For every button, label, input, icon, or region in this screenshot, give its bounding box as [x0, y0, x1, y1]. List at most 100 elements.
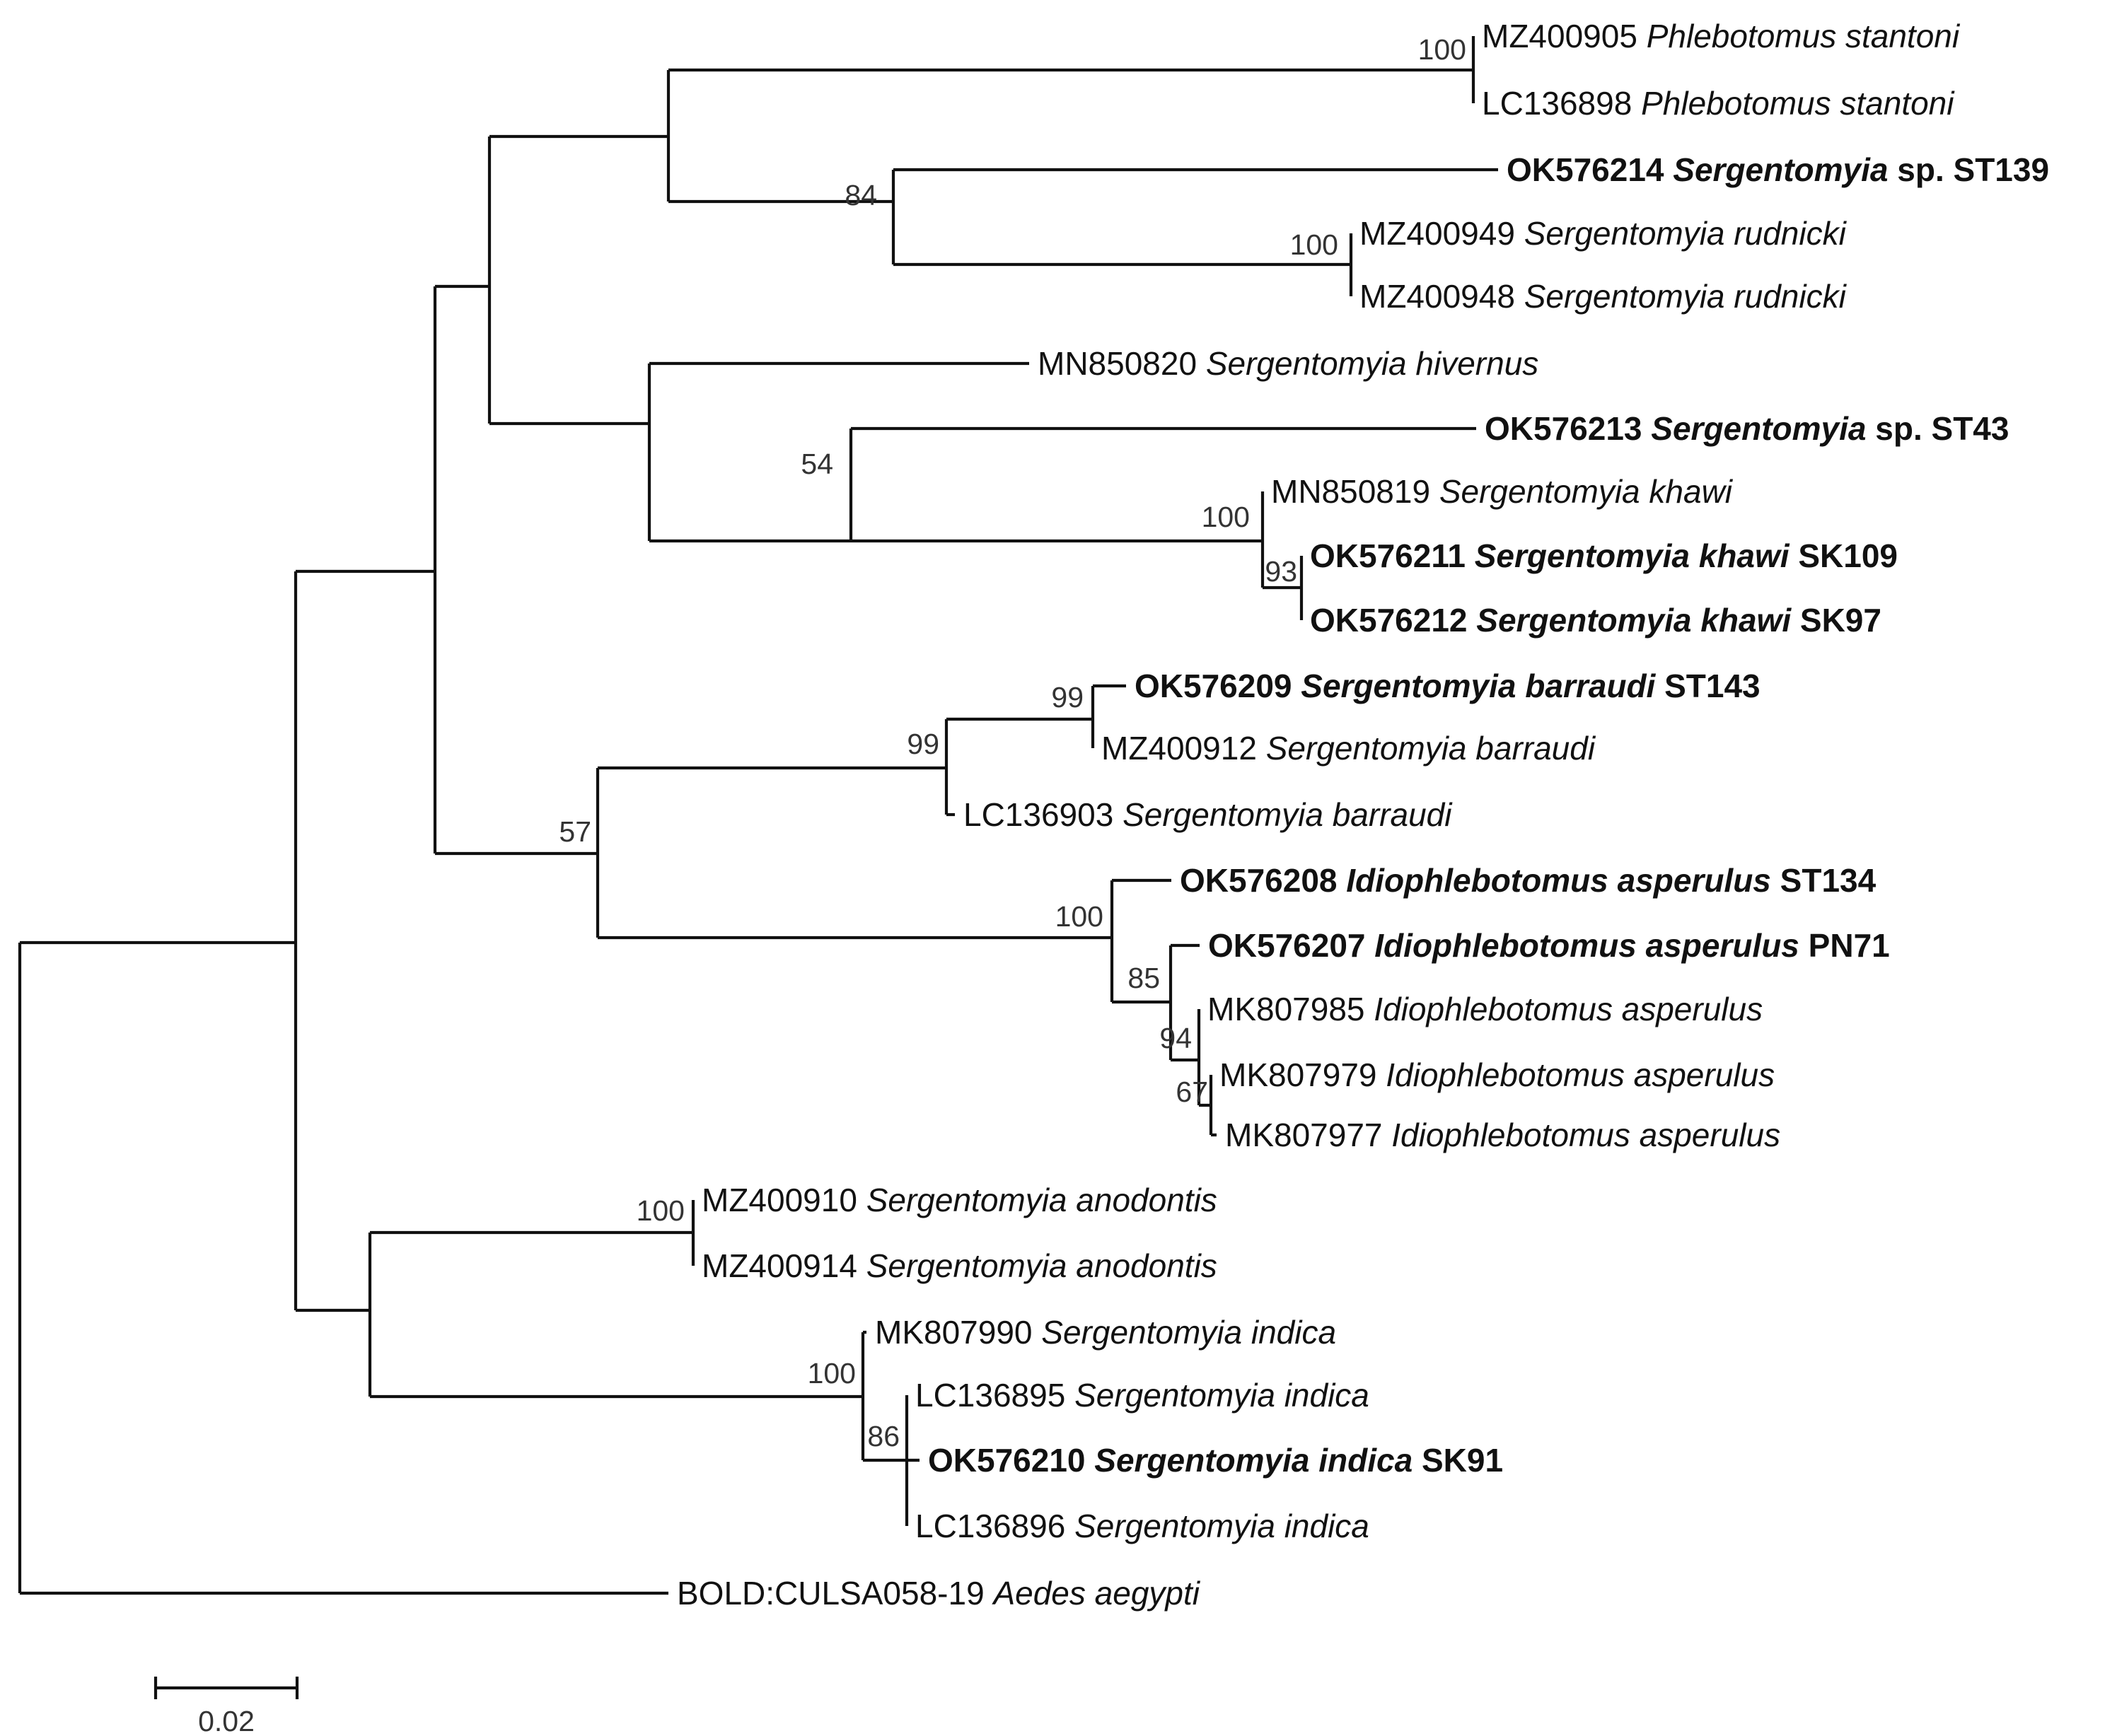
leaf-species: Idiophlebotomus asperulus — [1391, 1117, 1780, 1153]
leaf-species: Sergentomyia khawi — [1475, 537, 1790, 574]
leaf-label: MK807977 Idiophlebotomus asperulus — [1225, 1117, 1780, 1153]
leaf-label: MZ400949 Sergentomyia rudnicki — [1359, 215, 1848, 252]
leaf-accession: OK576213 — [1485, 410, 1651, 447]
leaf-accession: MZ400948 — [1359, 278, 1524, 315]
bootstrap-value: 100 — [1202, 501, 1250, 533]
leaf-species: Sergentomyia khawi — [1476, 602, 1792, 639]
leaf-label: OK576210 Sergentomyia indica SK91 — [928, 1442, 1503, 1479]
leaf-species: Sergentomyia rudnicki — [1524, 215, 1848, 252]
leaf-species: Sergentomyia indica — [1094, 1442, 1413, 1479]
leaf-label: OK576213 Sergentomyia sp. ST43 — [1485, 410, 2009, 447]
leaf-isolate: sp. ST43 — [1867, 410, 2009, 447]
leaf-accession: LC136896 — [915, 1508, 1074, 1544]
leaf-isolate: SK109 — [1790, 537, 1898, 574]
leaf-accession: MK807979 — [1219, 1056, 1386, 1093]
leaf-label: MN850819 Sergentomyia khawi — [1271, 473, 1734, 510]
bootstrap-value: 99 — [907, 728, 939, 760]
leaf-accession: OK576211 — [1310, 537, 1475, 574]
bootstrap-value: 84 — [845, 179, 877, 211]
leaf-label: OK576214 Sergentomyia sp. ST139 — [1507, 151, 2049, 188]
leaf-species: Phlebotomus stantoni — [1641, 85, 1955, 122]
leaf-isolate: SK91 — [1413, 1442, 1503, 1479]
bootstrap-value: 67 — [1176, 1076, 1208, 1108]
leaf-label: MZ400914 Sergentomyia anodontis — [702, 1247, 1217, 1284]
leaf-isolate: ST134 — [1771, 862, 1877, 899]
leaf-label: MZ400948 Sergentomyia rudnicki — [1359, 278, 1848, 315]
leaf-species: Sergentomyia — [1651, 410, 1866, 447]
leaf-accession: MZ400912 — [1101, 730, 1266, 767]
leaf-accession: OK576210 — [928, 1442, 1094, 1479]
leaf-isolate: ST143 — [1655, 668, 1760, 704]
leaf-label: MK807985 Idiophlebotomus asperulus — [1207, 991, 1763, 1027]
leaf-label: LC136898 Phlebotomus stantoni — [1482, 85, 1955, 122]
leaf-label: MK807979 Idiophlebotomus asperulus — [1219, 1056, 1775, 1093]
leaf-label: OK576211 Sergentomyia khawi SK109 — [1310, 537, 1898, 574]
leaf-species: Sergentomyia anodontis — [866, 1247, 1217, 1284]
leaf-accession: MZ400910 — [702, 1182, 866, 1218]
leaf-accession: OK576208 — [1180, 862, 1346, 899]
leaf-label: MZ400912 Sergentomyia barraudi — [1101, 730, 1596, 767]
leaf-accession: MN850819 — [1271, 473, 1439, 510]
leaf-isolate: PN71 — [1799, 927, 1890, 964]
bootstrap-value: 57 — [559, 815, 591, 848]
leaf-accession: BOLD:CULSA058-19 — [677, 1575, 993, 1612]
bootstrap-value: 86 — [867, 1420, 900, 1452]
leaf-accession: MK807977 — [1225, 1117, 1391, 1153]
leaf-species: Idiophlebotomus asperulus — [1386, 1056, 1775, 1093]
bootstrap-value: 54 — [801, 448, 833, 480]
leaf-accession: MK807990 — [875, 1314, 1041, 1351]
leaf-label: MZ400910 Sergentomyia anodontis — [702, 1182, 1217, 1218]
leaf-species: Sergentomyia barraudi — [1123, 796, 1453, 833]
leaf-species: Aedes aegypti — [991, 1575, 1200, 1612]
leaf-isolate: sp. ST139 — [1889, 151, 2050, 188]
scale-bar-label: 0.02 — [198, 1705, 255, 1736]
leaf-species: Sergentomyia — [1673, 151, 1888, 188]
leaf-label: LC136896 Sergentomyia indica — [915, 1508, 1369, 1544]
leaf-accession: LC136903 — [963, 796, 1123, 833]
leaf-species: Sergentomyia rudnicki — [1524, 278, 1848, 315]
scale-bar: 0.02 — [153, 1677, 299, 1736]
leaf-accession: MZ400949 — [1359, 215, 1524, 252]
leaf-accession: OK576212 — [1310, 602, 1476, 639]
leaf-accession: LC136898 — [1482, 85, 1641, 122]
leaf-species: Idiophlebotomus asperulus — [1346, 862, 1771, 899]
leaf-species: Sergentomyia indica — [1074, 1377, 1369, 1414]
leaf-species: Sergentomyia barraudi — [1301, 668, 1656, 704]
bootstrap-value: 100 — [1418, 33, 1466, 66]
leaf-label: BOLD:CULSA058-19 Aedes aegypti — [677, 1575, 1201, 1612]
leaf-species: Sergentomyia indica — [1074, 1508, 1369, 1544]
bootstrap-value: 94 — [1159, 1022, 1192, 1054]
bootstrap-value: 99 — [1051, 681, 1084, 713]
leaf-species: Sergentomyia khawi — [1439, 473, 1734, 510]
leaf-label: LC136895 Sergentomyia indica — [915, 1377, 1369, 1414]
bootstrap-value: 100 — [1290, 228, 1338, 261]
leaf-accession: OK576207 — [1208, 927, 1374, 964]
leaf-accession: MZ400905 — [1482, 18, 1647, 54]
leaf-label: MN850820 Sergentomyia hivernus — [1038, 345, 1538, 382]
bootstrap-value: 100 — [808, 1357, 856, 1390]
leaf-label: MZ400905 Phlebotomus stantoni — [1482, 18, 1961, 54]
leaf-accession: OK576209 — [1135, 668, 1301, 704]
leaf-accession: OK576214 — [1507, 151, 1673, 188]
leaf-species: Phlebotomus stantoni — [1647, 18, 1961, 54]
leaf-isolate: SK97 — [1791, 602, 1881, 639]
leaf-accession: MK807985 — [1207, 991, 1374, 1027]
leaf-species: Sergentomyia anodontis — [866, 1182, 1217, 1218]
leaf-species: Sergentomyia hivernus — [1206, 345, 1538, 382]
leaf-label: MK807990 Sergentomyia indica — [875, 1314, 1336, 1351]
leaf-label: OK576208 Idiophlebotomus asperulus ST134 — [1180, 862, 1877, 899]
leaf-label: OK576209 Sergentomyia barraudi ST143 — [1135, 668, 1761, 704]
leaf-species: Sergentomyia barraudi — [1266, 730, 1596, 767]
leaf-species: Idiophlebotomus asperulus — [1374, 991, 1763, 1027]
leaf-accession: MZ400914 — [702, 1247, 866, 1284]
leaf-accession: MN850820 — [1038, 345, 1206, 382]
leaf-label: OK576207 Idiophlebotomus asperulus PN71 — [1208, 927, 1890, 964]
tree-branches — [18, 36, 1498, 1595]
bootstrap-value: 100 — [637, 1194, 685, 1227]
leaf-species: Idiophlebotomus asperulus — [1374, 927, 1799, 964]
bootstrap-value: 85 — [1127, 962, 1160, 994]
leaf-label: LC136903 Sergentomyia barraudi — [963, 796, 1453, 833]
